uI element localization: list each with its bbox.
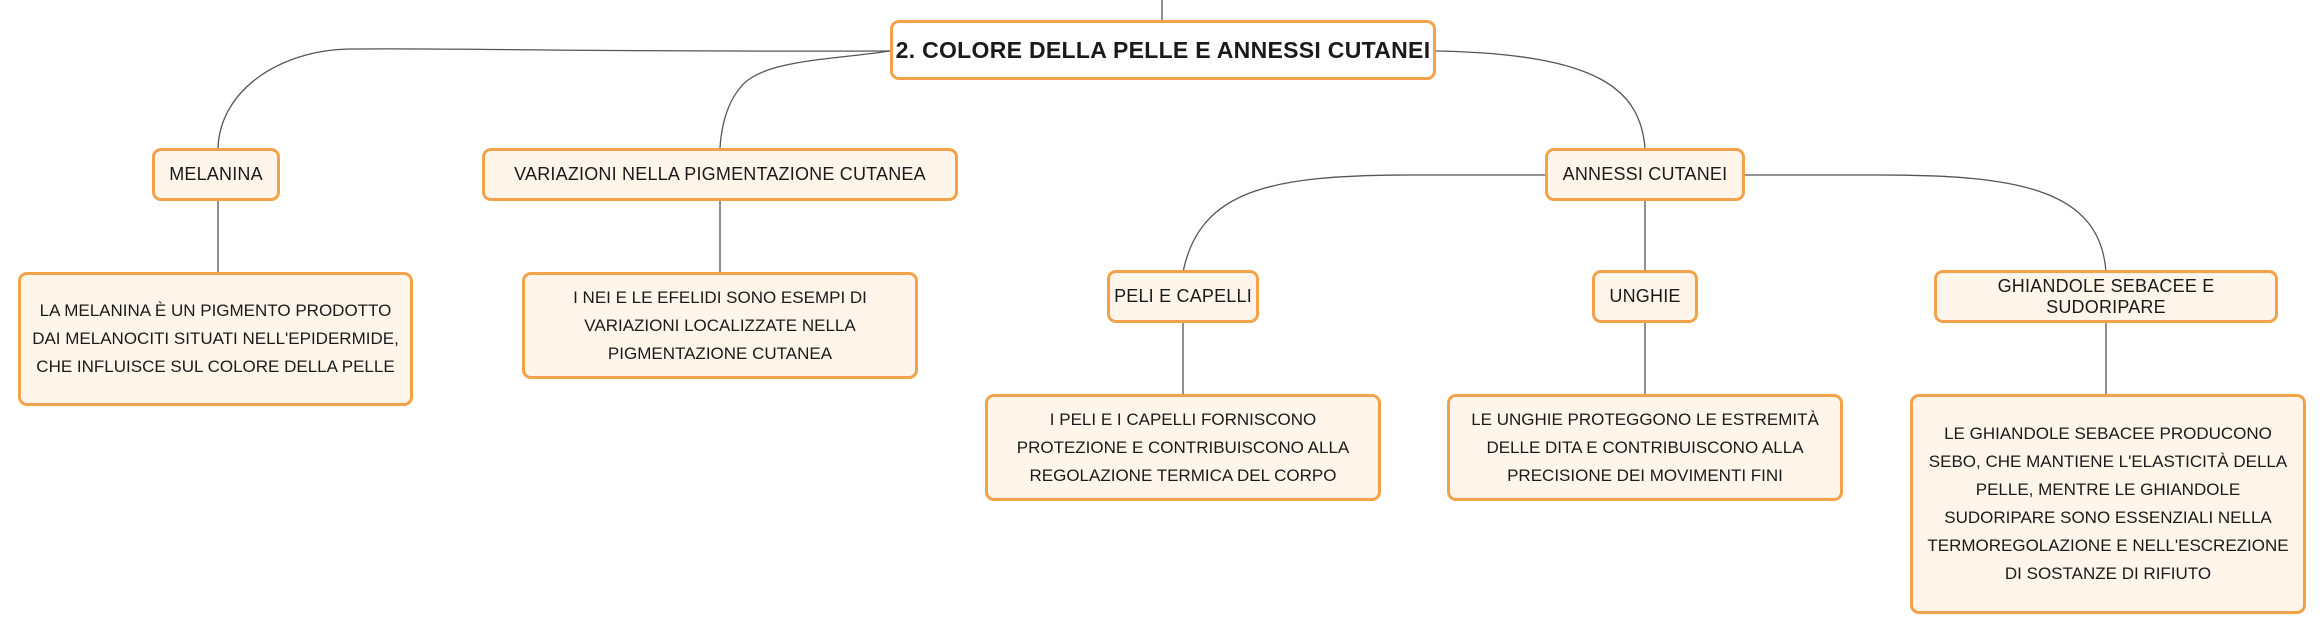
description-peli-text: I PELI E I CAPELLI FORNISCONO PROTEZIONE…: [1016, 409, 1350, 485]
topic-annessi-label: ANNESSI CUTANEI: [1562, 164, 1728, 184]
description-melanina-text: LA MELANINA È UN PIGMENTO PRODOTTO DAI M…: [32, 301, 399, 376]
connector-annessi-ghiandole: [1745, 174, 2107, 273]
topic-annessi-cutanei[interactable]: ANNESSI CUTANEI: [1545, 148, 1745, 201]
description-unghie-text: LE UNGHIE PROTEGGONO LE ESTREMITÀ DELLE …: [1471, 409, 1819, 485]
description-peli-capelli[interactable]: I PELI E I CAPELLI FORNISCONO PROTEZIONE…: [985, 394, 1381, 501]
topic-variazioni-pigmentazione[interactable]: VARIAZIONI NELLA PIGMENTAZIONE CUTANEA: [482, 148, 958, 201]
topic-melanina-label: MELANINA: [169, 164, 263, 184]
connector-root-melanina: [217, 48, 891, 149]
description-ghiandole[interactable]: LE GHIANDOLE SEBACEE PRODUCONO SEBO, CHE…: [1910, 394, 2306, 614]
connector-root-variazioni: [719, 50, 891, 149]
description-unghie[interactable]: LE UNGHIE PROTEGGONO LE ESTREMITÀ DELLE …: [1447, 394, 1843, 501]
description-variazioni[interactable]: I NEI E LE EFELIDI SONO ESEMPI DI VARIAZ…: [522, 272, 918, 379]
topic-unghie[interactable]: UNGHIE: [1592, 270, 1698, 323]
topic-variazioni-label: VARIAZIONI NELLA PIGMENTAZIONE CUTANEA: [514, 164, 926, 184]
topic-ghiandole-label: GHIANDOLE SEBACEE E SUDORIPARE: [1997, 275, 2215, 317]
topic-peli-capelli[interactable]: PELI E CAPELLI: [1107, 270, 1259, 323]
root-topic-label: 2. COLORE DELLA PELLE E ANNESSI CUTANEI: [895, 36, 1431, 63]
topic-unghie-label: UNGHIE: [1609, 286, 1681, 306]
topic-melanina[interactable]: MELANINA: [152, 148, 280, 201]
description-ghiandole-text: LE GHIANDOLE SEBACEE PRODUCONO SEBO, CHE…: [1927, 424, 2289, 583]
topic-peli-label: PELI E CAPELLI: [1114, 286, 1252, 306]
connector-root-annessi: [1435, 50, 1646, 149]
description-melanina[interactable]: LA MELANINA È UN PIGMENTO PRODOTTO DAI M…: [18, 272, 413, 406]
connector-annessi-peli: [1182, 174, 1545, 273]
root-topic[interactable]: 2. COLORE DELLA PELLE E ANNESSI CUTANEI: [890, 20, 1436, 80]
description-variazioni-text: I NEI E LE EFELIDI SONO ESEMPI DI VARIAZ…: [573, 287, 867, 363]
topic-ghiandole[interactable]: GHIANDOLE SEBACEE E SUDORIPARE: [1934, 270, 2278, 323]
